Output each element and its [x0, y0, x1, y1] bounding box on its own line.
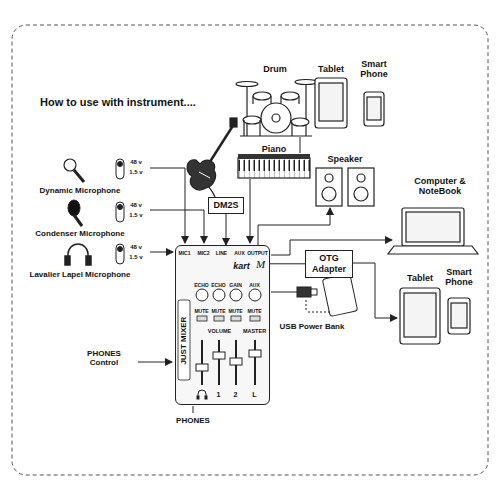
- mixer-marking: kart: [229, 261, 255, 271]
- mixer-marking: 2: [231, 391, 241, 399]
- voltage-label: 1.5 v: [123, 212, 149, 219]
- voltage-label: 1.5 v: [123, 254, 149, 261]
- adapter-box: DM2S: [208, 197, 243, 214]
- microphone-label: Dynamic Microphone: [22, 186, 138, 195]
- mixer-marking: GAIN: [227, 283, 244, 289]
- diagram-title: How to use with instrument....: [40, 96, 196, 109]
- mixer-marking: AUX: [246, 283, 263, 289]
- mixer-marking: MUTE: [193, 309, 210, 315]
- usb-power-bank: [297, 274, 358, 317]
- device-label: Smart Phone: [440, 267, 478, 288]
- voltage-label: 48 v: [123, 159, 149, 166]
- control-label: PHONES Control: [73, 349, 135, 367]
- speaker-pair: [316, 168, 374, 206]
- mixer-marking: ECHO: [193, 283, 210, 289]
- voltage-label: 1.5 v: [123, 169, 149, 176]
- accessory-label: USB Power Bank: [269, 322, 355, 331]
- device-label: Piano: [249, 144, 299, 154]
- device-label: Smart Phone: [355, 59, 393, 80]
- condenser-microphone-icon: [68, 200, 82, 226]
- mixer-marking: ECHO: [210, 283, 227, 289]
- guitar-icon: [187, 118, 237, 197]
- mixer-marking: OUTPUT: [247, 251, 269, 257]
- mixer-marking: 1: [214, 391, 224, 399]
- tablet-icon: [315, 78, 347, 128]
- voltage-label: 48 v: [123, 202, 149, 209]
- device-label: Drum: [250, 64, 300, 74]
- mixer-marking: MUTE: [246, 309, 263, 315]
- output-label: PHONES: [171, 416, 215, 425]
- device-label: Tablet: [398, 273, 442, 283]
- mixer-marking: MUTE: [210, 309, 227, 315]
- headphone-symbol: [197, 390, 207, 399]
- mixer-marking: MUTE: [227, 309, 244, 315]
- mixer-marking: M: [254, 258, 268, 271]
- phone-icon: [364, 92, 384, 126]
- box-text: DM2S: [213, 200, 238, 211]
- microphone-label: Lavalier Lapel Microphone: [17, 270, 143, 279]
- mixer-marking: JUST MIXER: [179, 304, 188, 378]
- device-label: Computer & NoteBook: [398, 176, 482, 197]
- mixer-body: [175, 245, 270, 405]
- piano-keyboard: [238, 154, 310, 178]
- voltage-label: 48 v: [123, 244, 149, 251]
- tablet-icon: [400, 288, 440, 344]
- box-text: OTG Adapter: [310, 253, 348, 275]
- connector: [226, 214, 227, 245]
- mixer-marking: MIC2: [195, 251, 213, 257]
- mixer-marking: LINE: [213, 251, 231, 257]
- phone-icon: [448, 298, 470, 334]
- mixer-panel: MIC1MIC2LINEAUXOUTPUTkartMJUST MIXERECHO…: [175, 245, 270, 405]
- mixer-marking: MIC1: [176, 251, 194, 257]
- mixer-marking: VOLUME: [207, 328, 233, 334]
- lavalier-microphone-icon: [65, 244, 91, 265]
- wires: [138, 137, 397, 413]
- dynamic-microphone-icon: [64, 159, 84, 182]
- mixer-marking: MASTER: [242, 328, 268, 334]
- mixer-marking: L: [250, 391, 260, 399]
- voltage-switch: [116, 159, 124, 264]
- mixer-marking: AUX: [231, 251, 249, 257]
- laptop-icon: [388, 208, 478, 254]
- device-label: Speaker: [317, 154, 373, 164]
- drum-kit: [236, 80, 317, 137]
- device-label: Tablet: [309, 64, 353, 74]
- microphone-label: Condenser Microphone: [22, 229, 138, 238]
- dashed-frame: [12, 25, 488, 475]
- adapter-box: OTG Adapter: [305, 250, 353, 278]
- connector: [270, 263, 305, 264]
